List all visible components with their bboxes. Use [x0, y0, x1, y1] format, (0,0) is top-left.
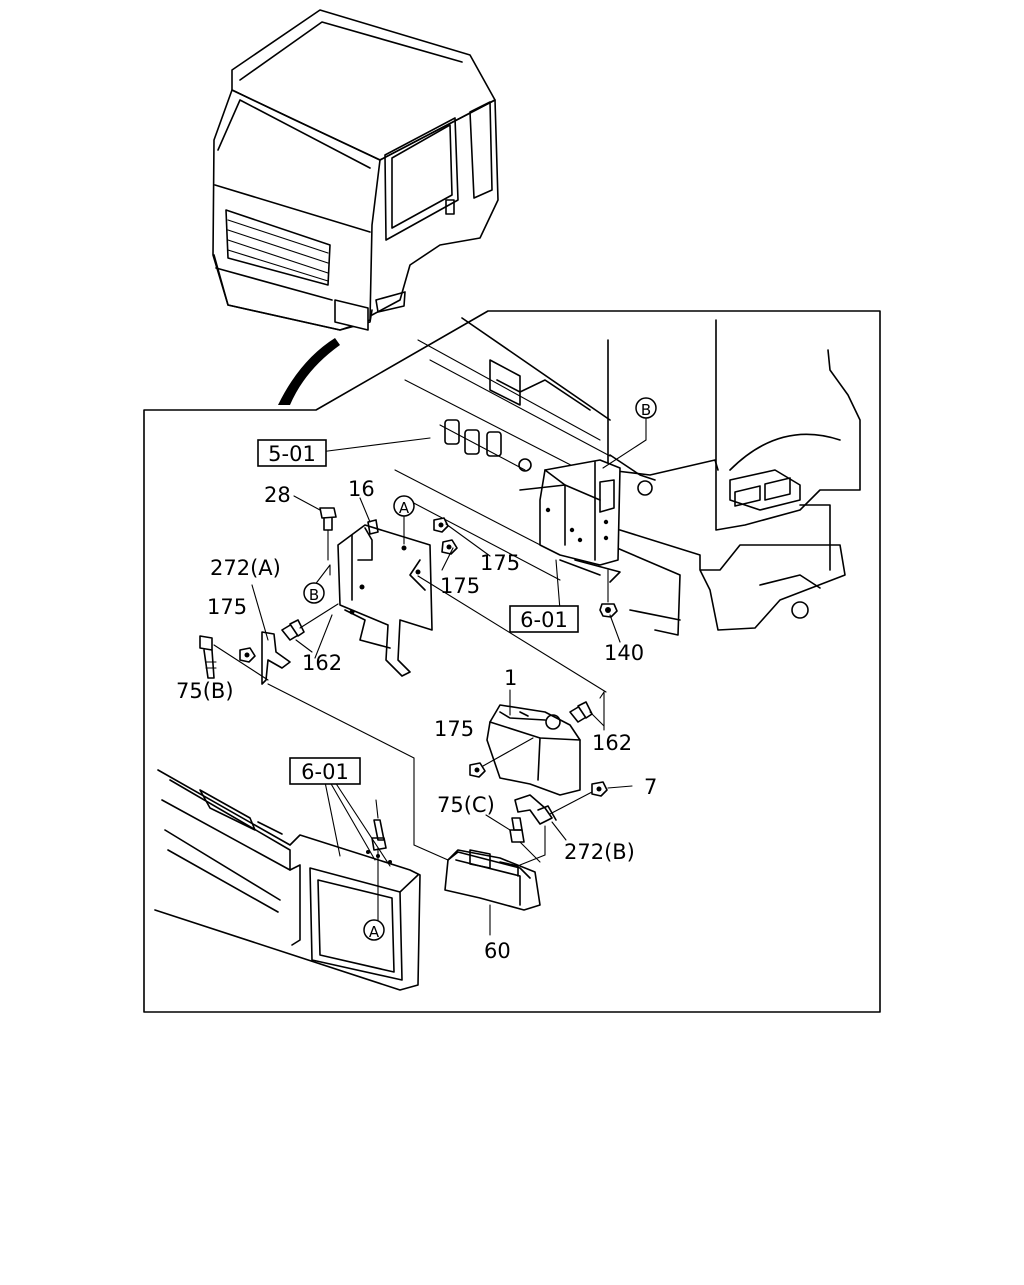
- ref-label-6-01-frame: 6-01: [520, 608, 568, 632]
- ref-box-6-01-frame: 6-01: [509, 605, 579, 633]
- grommet-162-right: [569, 701, 605, 727]
- nut-175-lamp: [469, 737, 534, 778]
- clip-272a: [251, 584, 291, 685]
- detail-frame: [143, 310, 881, 1013]
- marker-a-bracket: A: [393, 495, 415, 517]
- detail-pointer-arrow: [278, 338, 340, 405]
- bolt-28: [293, 495, 337, 561]
- bumper-lamp-60: [444, 849, 541, 936]
- bumper-bolt: [371, 799, 387, 921]
- nut-7: [547, 781, 633, 816]
- svg-text:B: B: [641, 401, 651, 419]
- bolt-75b: [199, 635, 269, 681]
- callout-7: 7: [644, 775, 657, 799]
- callout-175-a: 175: [480, 551, 520, 575]
- callout-175-b: 175: [440, 574, 480, 598]
- frame-mounting-bracket: [519, 459, 621, 583]
- callout-140: 140: [604, 641, 644, 665]
- grommet-162-left: [281, 603, 339, 653]
- svg-text:A: A: [399, 499, 410, 517]
- svg-text:B: B: [309, 586, 319, 604]
- truck-cab-overview: [212, 9, 499, 331]
- callout-16: 16: [348, 477, 375, 501]
- lamp-mounting-bracket: [337, 519, 433, 677]
- marker-b-frame: B: [635, 397, 657, 419]
- callout-75b: 75(B): [176, 679, 234, 703]
- callout-75c: 75(C): [437, 793, 495, 817]
- front-bumper-assembly: [154, 769, 421, 991]
- callout-272a: 272(A): [210, 556, 281, 580]
- svg-text:A: A: [369, 923, 380, 941]
- marker-b-bracket: B: [303, 582, 325, 604]
- nut-175-middle: [441, 539, 458, 555]
- nut-175-left: [239, 647, 256, 663]
- ref-box-5-01: 5-01: [257, 439, 327, 467]
- nut-175-upper: [433, 517, 449, 533]
- ref-label-5-01: 5-01: [268, 442, 316, 466]
- bolt-75c: [485, 814, 541, 863]
- chassis-frame-background: [394, 317, 861, 636]
- corner-lamp-unit-1: [486, 689, 581, 796]
- callout-28: 28: [264, 483, 291, 507]
- ref-label-6-01-bumper: 6-01: [301, 760, 349, 784]
- marker-a-bumper: A: [363, 919, 385, 941]
- ref-box-6-01-bumper: 6-01: [289, 757, 361, 785]
- callout-162-a: 162: [302, 651, 342, 675]
- callout-162-b: 162: [592, 731, 632, 755]
- callout-1: 1: [504, 666, 517, 690]
- clip-272b: [514, 794, 567, 841]
- callout-60: 60: [484, 939, 511, 963]
- callout-272b: 272(B): [564, 840, 635, 864]
- callout-175-c: 175: [207, 595, 247, 619]
- callout-175-d: 175: [434, 717, 474, 741]
- nut-140: [599, 569, 618, 618]
